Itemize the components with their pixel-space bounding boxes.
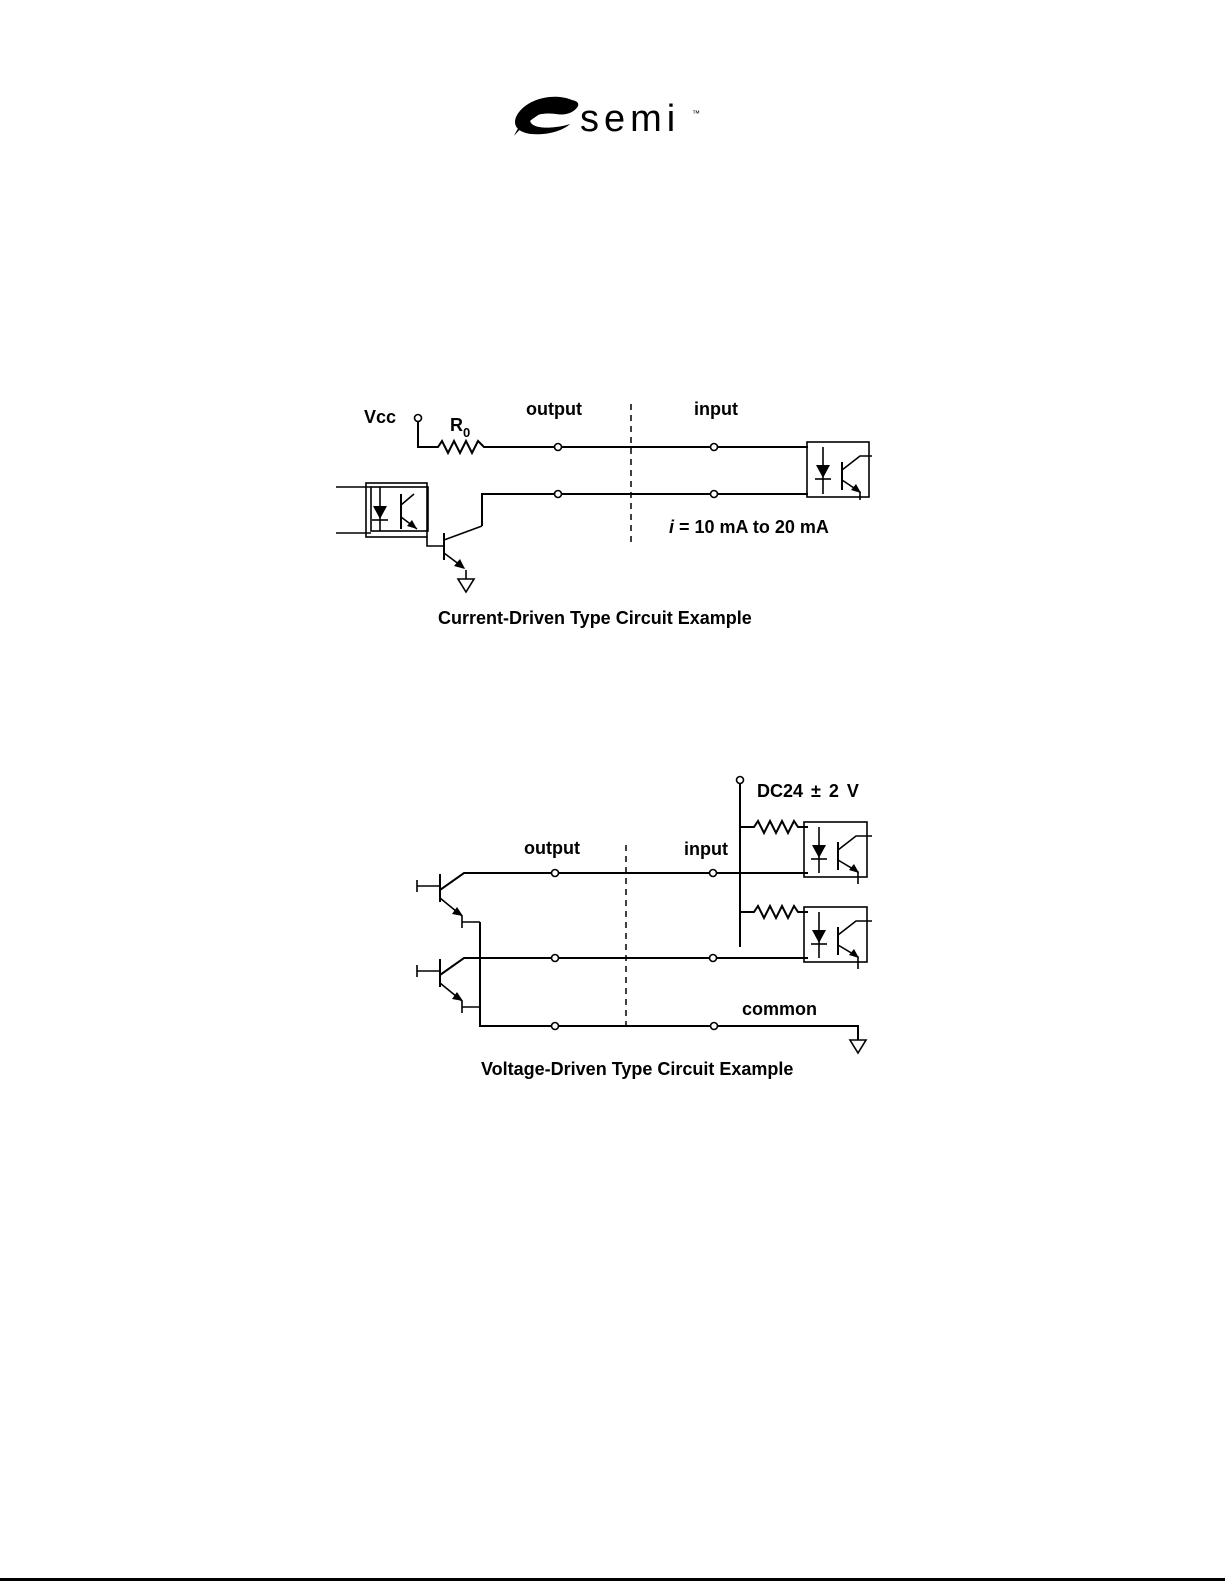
vcc-terminal <box>415 415 422 422</box>
input-label-voltage: input <box>684 839 728 859</box>
input-label-current: input <box>694 399 738 419</box>
semi-logo-trademark: ™ <box>692 109 700 118</box>
signal-line-1 <box>440 873 808 890</box>
right-photocoupler-current <box>807 442 872 500</box>
resistor-r0-label: R0 <box>450 415 470 440</box>
input-terminal-top <box>711 444 718 451</box>
pullup-resistor-1 <box>740 821 808 833</box>
output-terminal-1 <box>552 870 559 877</box>
dc24-terminal <box>737 777 744 784</box>
output-terminal-common <box>552 1023 559 1030</box>
output-terminal-top <box>555 444 562 451</box>
output-transistor-1 <box>417 874 463 928</box>
current-driven-caption: Current-Driven Type Circuit Example <box>438 608 752 628</box>
output-terminal-2 <box>552 955 559 962</box>
current-range-text: = 10 mA to 20 mA <box>674 517 829 537</box>
emitter-ties <box>462 922 480 1007</box>
output-terminal-bottom <box>555 491 562 498</box>
vcc-resistor-line <box>418 421 808 453</box>
common-label: common <box>742 999 817 1019</box>
input-terminal-2 <box>710 955 717 962</box>
left-photocoupler <box>336 483 428 537</box>
page-bottom-rule <box>0 1578 1225 1581</box>
voltage-driven-caption: Voltage-Driven Type Circuit Example <box>481 1059 793 1079</box>
vcc-label: Vcc <box>364 407 396 427</box>
output-label-voltage: output <box>524 838 580 858</box>
input-photocoupler-1 <box>804 822 872 884</box>
semi-logo-text: semi <box>580 98 680 140</box>
resistor-subscript: 0 <box>463 425 470 440</box>
input-terminal-common <box>711 1023 718 1030</box>
output-label-current: output <box>526 399 582 419</box>
voltage-driven-diagram: DC24 ± 2 V output input <box>417 777 872 1080</box>
driver-transistor <box>427 526 482 592</box>
input-photocoupler-2 <box>804 907 872 969</box>
resistor-letter: R <box>450 415 463 435</box>
current-driven-diagram: Vcc R0 output input <box>336 399 872 628</box>
common-line <box>480 922 858 1040</box>
ground-symbol <box>850 1040 866 1053</box>
semi-logo: semi ™ <box>514 97 700 140</box>
input-terminal-1 <box>710 870 717 877</box>
dc24-supply-label: DC24 ± 2 V <box>757 781 859 801</box>
semi-swoosh-icon <box>514 97 578 136</box>
input-terminal-bottom <box>711 491 718 498</box>
current-range-label: i = 10 mA to 20 mA <box>669 517 829 537</box>
signal-line-2 <box>440 958 808 975</box>
pullup-resistor-2 <box>740 906 808 918</box>
output-transistor-2 <box>417 959 463 1013</box>
